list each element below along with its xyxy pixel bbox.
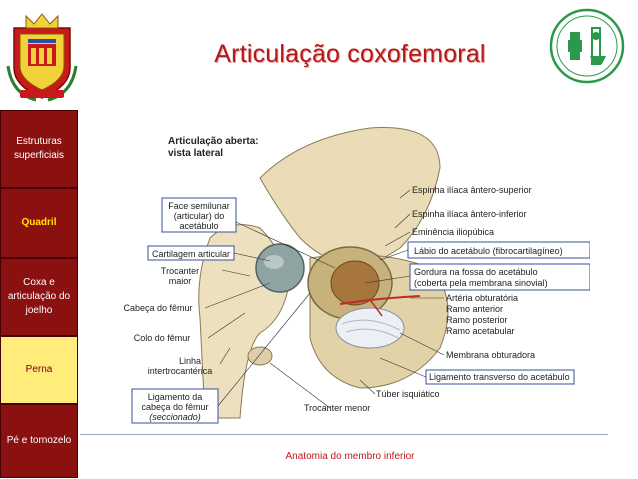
sidebar-item-perna[interactable]: Perna — [0, 336, 78, 404]
label-linha-inter-1: Linha — [179, 356, 201, 366]
university-logo — [6, 6, 78, 104]
label-espinha-inf: Espinha ilíaca ântero-inferior — [412, 209, 527, 219]
label-trocanter-maior-2: maior — [169, 276, 192, 286]
label-face-semilunar-3: acetábulo — [179, 221, 218, 231]
sidebar-item-label: Pé e tornozelo — [6, 435, 72, 446]
slide-title: Articulação coxofemoral — [214, 40, 486, 68]
label-ligamento-cabeca-1: Ligamento da — [148, 392, 203, 402]
label-ramo-acet: Ramo acetabular — [446, 326, 515, 336]
sidebar-item-coxa-joelho[interactable]: Coxa e articulação do joelho — [0, 258, 78, 336]
label-ligamento-cabeca-3: (seccionado) — [149, 412, 201, 422]
label-colo-femur: Colo do fêmur — [134, 333, 191, 343]
label-eminencia: Eminência iliopúbica — [412, 227, 494, 237]
label-trocanter-menor: Trocanter menor — [304, 403, 370, 413]
label-face-semilunar-1: Face semilunar — [168, 201, 230, 211]
sidebar-item-label: Quadril — [21, 217, 57, 228]
label-cabeca-femur: Cabeça do fêmur — [123, 303, 192, 313]
figure-heading-line2: vista lateral — [168, 148, 223, 159]
footer-divider — [80, 434, 608, 435]
sidebar-item-quadril[interactable]: Quadril — [0, 188, 78, 258]
label-ramo-post: Ramo posterior — [446, 315, 508, 325]
figure-heading-line1: Articulação aberta: — [168, 136, 259, 147]
sidebar-item-label: Estruturas superficiais — [13, 136, 65, 161]
label-lig-transverso: Ligamento transverso do acetábulo — [429, 372, 570, 382]
sidebar-item-label: Coxa e articulação do joelho — [7, 277, 71, 316]
label-gordura-1: Gordura na fossa do acetábulo — [414, 267, 538, 277]
label-ramo-ant: Ramo anterior — [446, 304, 503, 314]
label-face-semilunar-2: (articular) do — [174, 211, 225, 221]
label-linha-inter-2: intertrocantérica — [148, 366, 213, 376]
sidebar-item-label: Perna — [25, 364, 53, 375]
label-labio: Lábio do acetábulo (fibrocartilagíneo) — [414, 246, 563, 256]
label-ligamento-cabeca-2: cabeça do fêmur — [141, 402, 208, 412]
sidebar-item-estruturas-superficiais[interactable]: Estruturas superficiais — [0, 110, 78, 188]
sidebar-item-pe-tornozelo[interactable]: Pé e tornozelo — [0, 404, 78, 478]
label-espinha-sup: Espinha ilíaca ântero-superior — [412, 185, 532, 195]
label-trocanter-maior-1: Trocanter — [161, 266, 199, 276]
footer-text: Anatomia do membro inferior — [285, 451, 415, 462]
label-arteria: Artéria obturatória — [446, 293, 518, 303]
label-membrana: Membrana obturadora — [446, 350, 535, 360]
label-gordura-2: (coberta pela membrana sinovial) — [414, 278, 548, 288]
department-seal — [548, 6, 626, 86]
label-cartilagem: Cartilagem articular — [152, 249, 230, 259]
label-tuber: Túber isquiático — [376, 389, 440, 399]
hip-joint-illustration: Articulação aberta: vista lateral Face s… — [110, 118, 591, 428]
